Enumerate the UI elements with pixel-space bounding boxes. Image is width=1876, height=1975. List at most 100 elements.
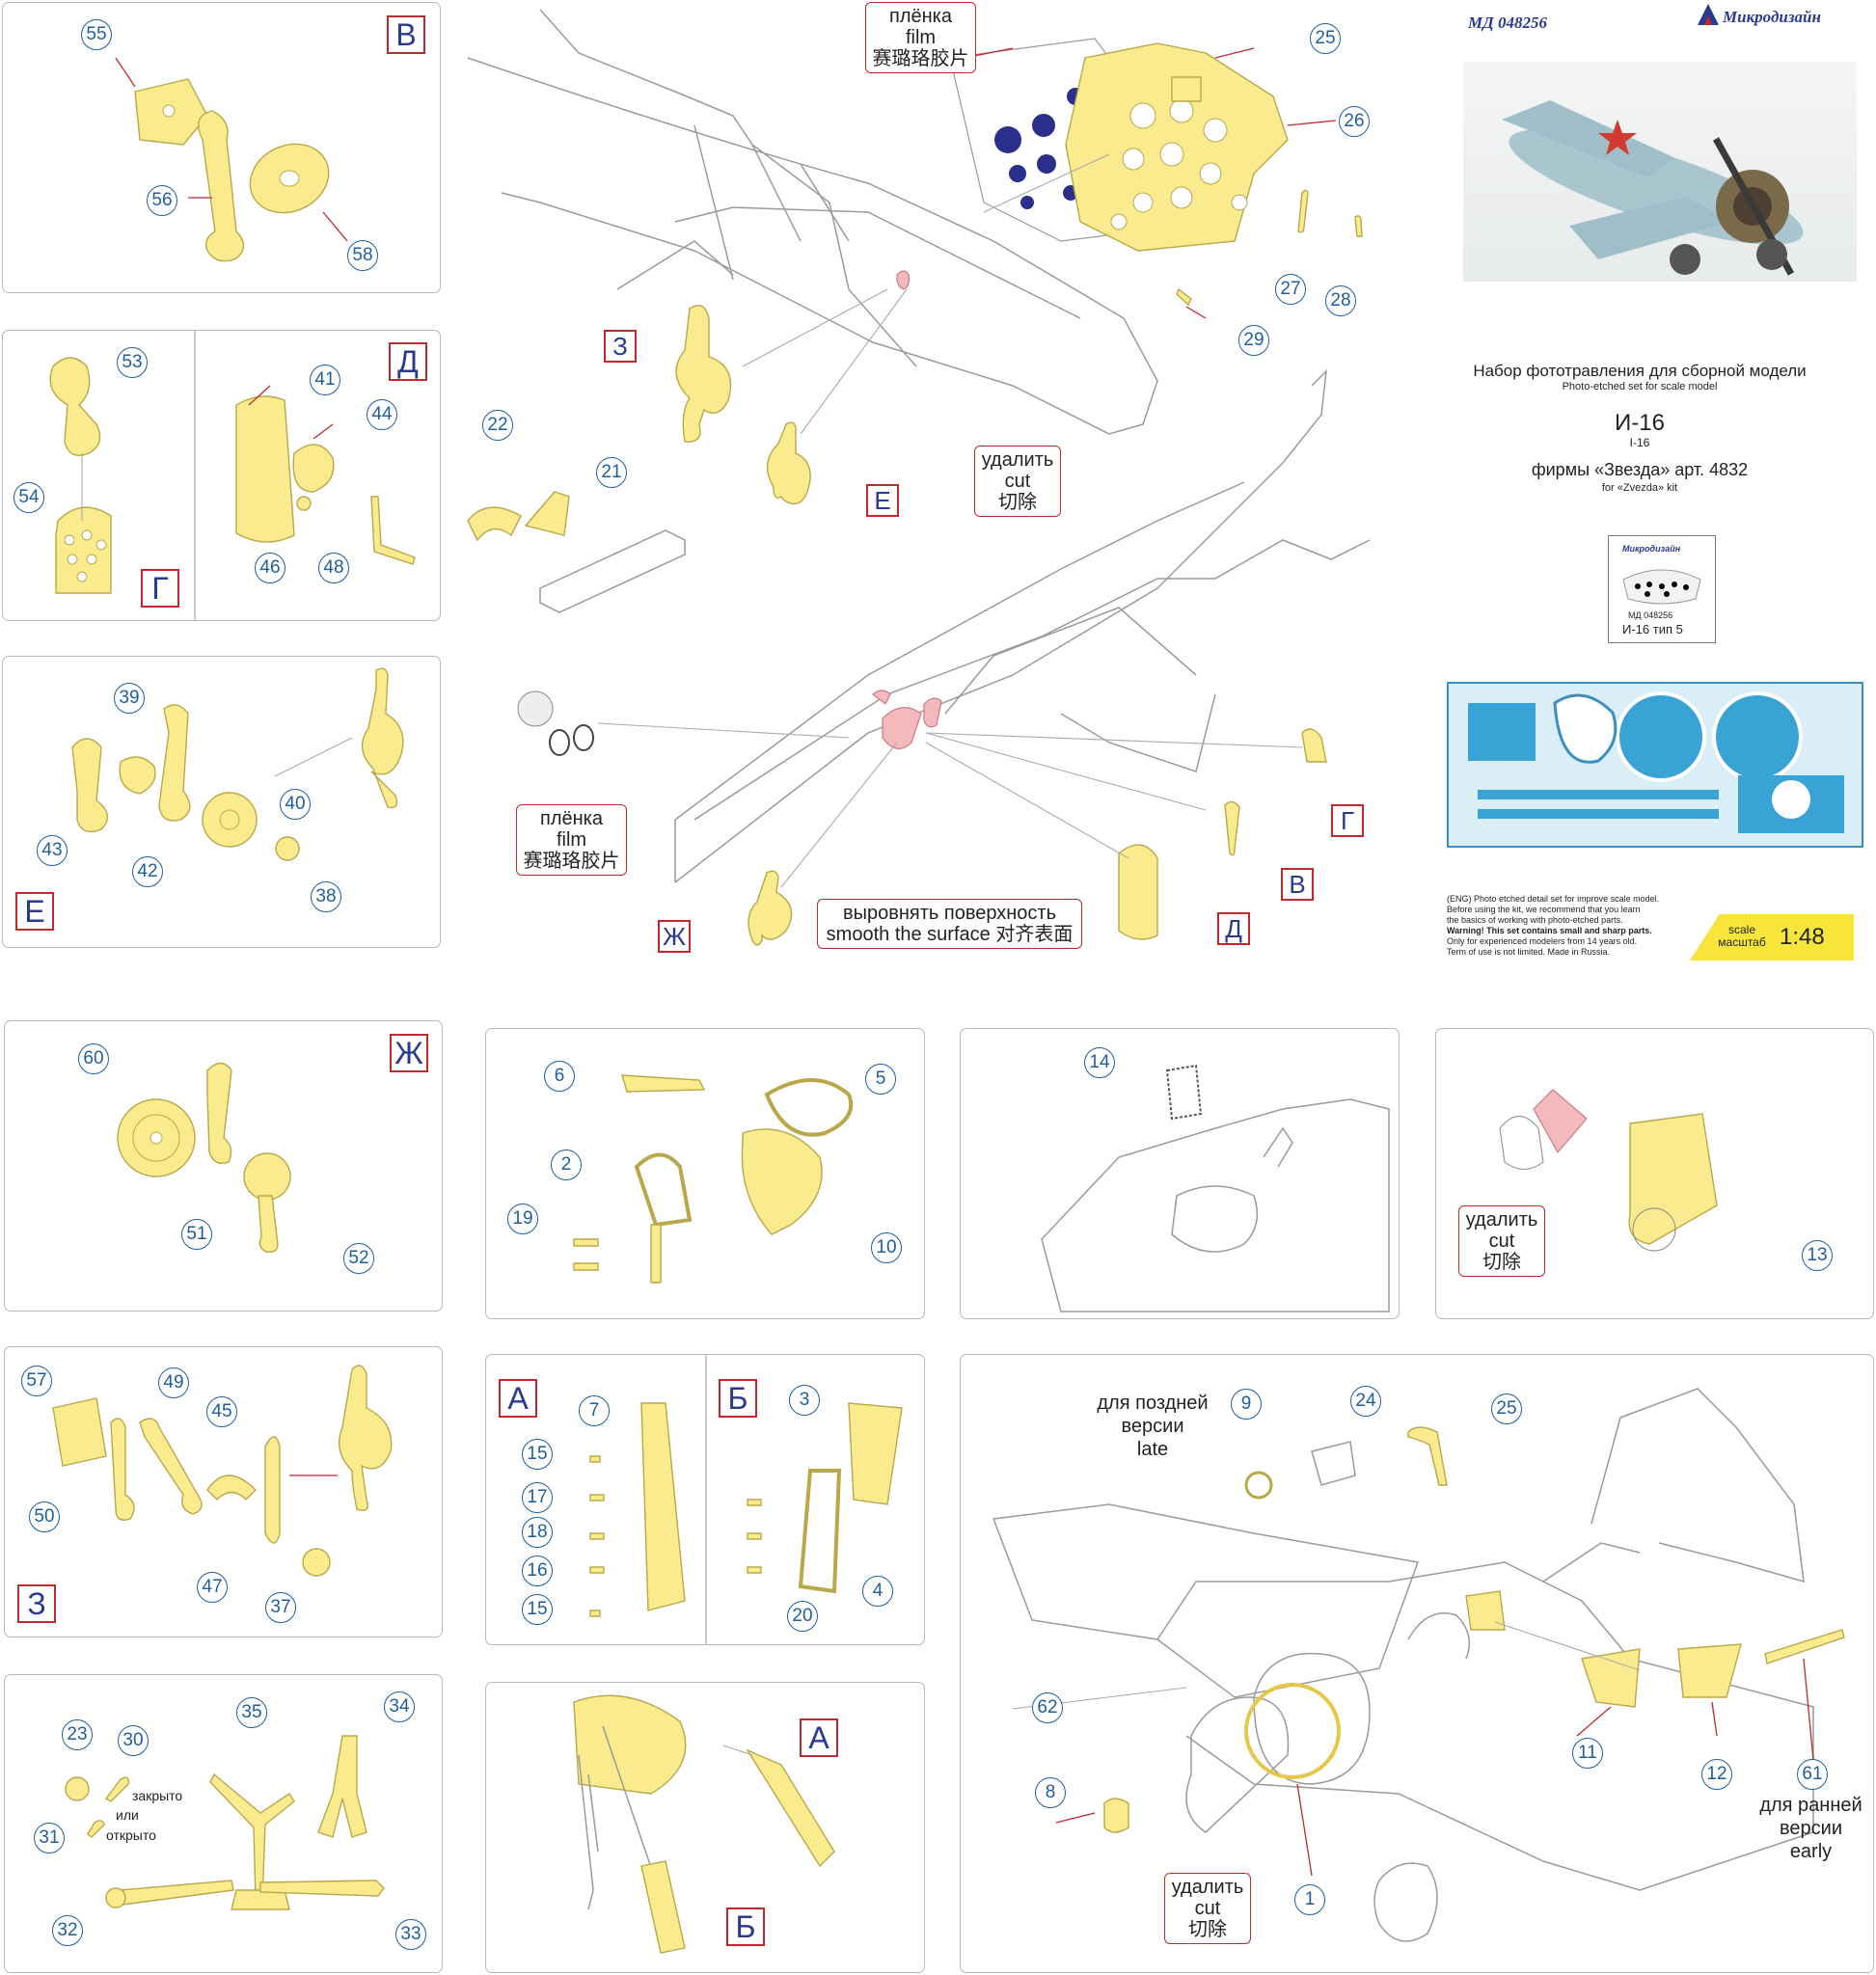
part-37: [302, 1548, 331, 1577]
label-41: 41: [310, 365, 340, 395]
film-ru: плёнка: [889, 6, 952, 27]
part-24: [1407, 1426, 1448, 1486]
note-late: для поздней версии late: [1095, 1392, 1210, 1461]
part-gear-cover: [573, 1694, 687, 1795]
label-15-a: 15: [522, 1439, 553, 1470]
letter-d-main: Д: [1217, 912, 1250, 945]
letter-a-gear: А: [800, 1718, 838, 1757]
part-30: [104, 1776, 130, 1802]
part-v-placed: [1224, 800, 1240, 856]
label-21: 21: [596, 457, 627, 488]
part-40: [202, 792, 258, 848]
scale-label-ru: масштаб: [1718, 935, 1766, 949]
part-49: [139, 1418, 203, 1515]
fret-sheet: [1447, 682, 1863, 848]
early-ru-1: для ранней: [1759, 1795, 1862, 1816]
warning-line-5: Only for experienced modelers from 14 ye…: [1447, 936, 1638, 946]
cut-en: cut: [1488, 1231, 1515, 1252]
label-56: 56: [147, 185, 177, 216]
callout-smooth: выровнять поверхность smooth the surface…: [817, 899, 1082, 949]
cut-cn: 切除: [998, 492, 1037, 513]
title-ru: Набор фототравления для сборной модели: [1473, 362, 1807, 380]
cut-ru: удалить: [1465, 1209, 1538, 1231]
label-33: 33: [395, 1919, 426, 1950]
part-45: [206, 1474, 257, 1501]
label-17: 17: [522, 1482, 553, 1513]
box-code: МД 048256: [1628, 610, 1673, 620]
warning-line-6: Term of use is not limited. Made in Russ…: [1447, 947, 1611, 957]
letter-v-main: В: [1281, 868, 1314, 901]
part-7: [640, 1402, 686, 1611]
callout-film-top: плёнка film 赛璐珞胶片: [865, 2, 976, 73]
letter-g-main: Г: [1331, 804, 1364, 837]
label-24: 24: [1350, 1386, 1381, 1417]
label-25-main: 25: [1491, 1393, 1522, 1424]
firm-ru: фирмы «Звезда» арт. 4832: [1531, 460, 1749, 479]
part-g-placed: [1301, 728, 1327, 763]
smooth-ru: выровнять поверхность: [842, 903, 1056, 924]
part-29: [1176, 287, 1192, 307]
part-zh-placed: [748, 870, 793, 946]
early-ru-2: версии: [1780, 1818, 1842, 1839]
label-23: 23: [62, 1719, 93, 1750]
part-16: [589, 1566, 605, 1574]
label-49: 49: [158, 1367, 189, 1398]
part-46: [296, 496, 312, 511]
letter-zh-panel: Ж: [390, 1034, 428, 1072]
part-57: [52, 1397, 107, 1467]
part-11: [1581, 1648, 1641, 1708]
part-34: [317, 1735, 367, 1838]
callout-cut-top: удалить cut 切除: [974, 446, 1061, 517]
early-en: early: [1789, 1841, 1833, 1862]
part-3: [798, 1469, 842, 1594]
part-28: [1354, 215, 1363, 237]
label-16: 16: [522, 1556, 553, 1586]
part-51: [206, 1062, 232, 1164]
model-name-en: I-16: [1629, 436, 1650, 449]
wing-outline: [1041, 1098, 1390, 1312]
part-8: [1103, 1798, 1129, 1833]
part-17: [589, 1494, 605, 1502]
warning-line-2: Before using the kit, we recommend that …: [1447, 905, 1641, 914]
part-21: [524, 491, 570, 536]
label-46: 46: [255, 553, 285, 583]
note-or: или: [116, 1807, 139, 1823]
letter-g-panel: Г: [141, 569, 179, 608]
part-9: [1244, 1471, 1273, 1500]
scale-badge: [1690, 914, 1854, 960]
letter-b-panel: Б: [719, 1379, 757, 1418]
part-47: [264, 1436, 281, 1544]
part-z-assembly: [675, 305, 732, 443]
part-20: [747, 1499, 762, 1574]
part-33: [259, 1880, 385, 1897]
part-44: [292, 444, 335, 493]
film-ru: плёнка: [540, 808, 603, 829]
part-2: [634, 1152, 693, 1228]
scale-label-en: scale: [1727, 923, 1755, 936]
label-5: 5: [865, 1064, 896, 1095]
label-12: 12: [1701, 1759, 1732, 1790]
late-en: late: [1136, 1439, 1169, 1460]
part-56: [198, 110, 245, 262]
part-50: [110, 1418, 135, 1521]
label-31: 31: [34, 1823, 65, 1853]
part-5: [764, 1078, 854, 1137]
label-52: 52: [343, 1243, 374, 1274]
label-13: 13: [1802, 1240, 1833, 1271]
letter-zh-main: Ж: [658, 920, 691, 953]
label-29: 29: [1238, 325, 1269, 356]
part-61: [1764, 1629, 1845, 1664]
label-26: 26: [1339, 106, 1370, 137]
part-15: [589, 1455, 601, 1617]
label-48: 48: [318, 553, 349, 583]
label-11: 11: [1572, 1738, 1603, 1769]
label-9: 9: [1231, 1389, 1262, 1420]
brand-logo-icon: [1698, 4, 1719, 25]
label-34: 34: [384, 1691, 415, 1722]
label-54: 54: [14, 482, 44, 513]
letter-a-panel: А: [499, 1379, 537, 1418]
label-3: 3: [789, 1385, 820, 1416]
letter-e-main: Е: [866, 484, 899, 517]
letter-d-panel: Д: [389, 342, 427, 381]
part-43: [71, 738, 109, 833]
